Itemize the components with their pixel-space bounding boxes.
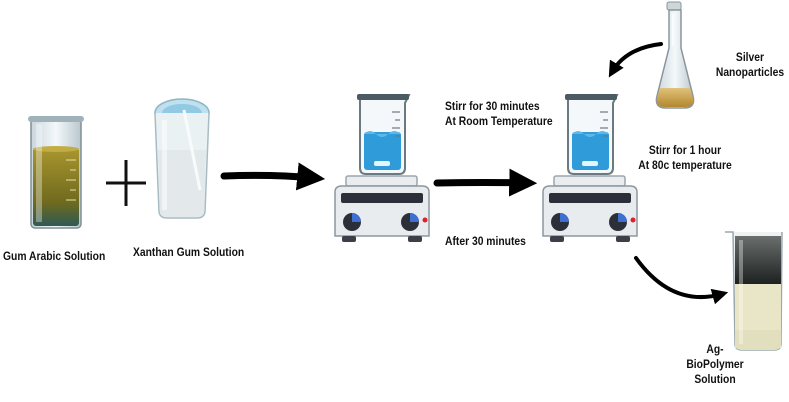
silver-nanoparticles-line-1: Silver: [735, 50, 765, 64]
gum-arabic-label: Gum Arabic Solution: [3, 249, 106, 263]
silver-nanoparticles-line-2: Nanoparticles: [715, 65, 785, 79]
beaker-xanthan-gum-icon: [154, 98, 210, 219]
stir-30-min-line-1: Stirr for 30 minutes: [445, 99, 540, 113]
stir-1-hour-line-2: At 80c temperature: [638, 158, 732, 172]
product-line-1: Ag-: [706, 342, 724, 356]
erlenmeyer-flask-icon: [655, 1, 695, 109]
beaker-product-icon: [725, 231, 783, 351]
product-label: Ag- BioPolymer Solution: [681, 342, 750, 387]
stir-1-hour-line-1: Stirr for 1 hour: [648, 143, 722, 157]
beaker-gum-arabic-icon: [28, 116, 84, 229]
product-line-3: Solution: [694, 372, 736, 386]
silver-nanoparticles-label: Silver Nanoparticles: [716, 50, 785, 80]
plus-sign-icon: [106, 160, 146, 206]
hotplate-stirrer-1-icon: [334, 94, 430, 242]
arrow-flask-to-stirrer-2: [608, 42, 663, 78]
after-30-min-label: After 30 minutes: [445, 234, 526, 248]
xanthan-gum-label: Xanthan Gum Solution: [133, 245, 245, 259]
stir-1-hour-label: Stirr for 1 hour At 80c temperature: [638, 143, 733, 173]
arrow-to-product: [634, 256, 729, 305]
arrow-to-stirrer-1: [220, 162, 326, 191]
stir-30-min-line-2: At Room Temperature: [445, 114, 553, 128]
arrow-to-stirrer-2: [433, 168, 538, 197]
stir-30-min-label: Stirr for 30 minutes At Room Temperature: [445, 99, 553, 129]
product-line-2: BioPolymer: [686, 357, 744, 371]
hotplate-stirrer-2-icon: [542, 94, 638, 242]
